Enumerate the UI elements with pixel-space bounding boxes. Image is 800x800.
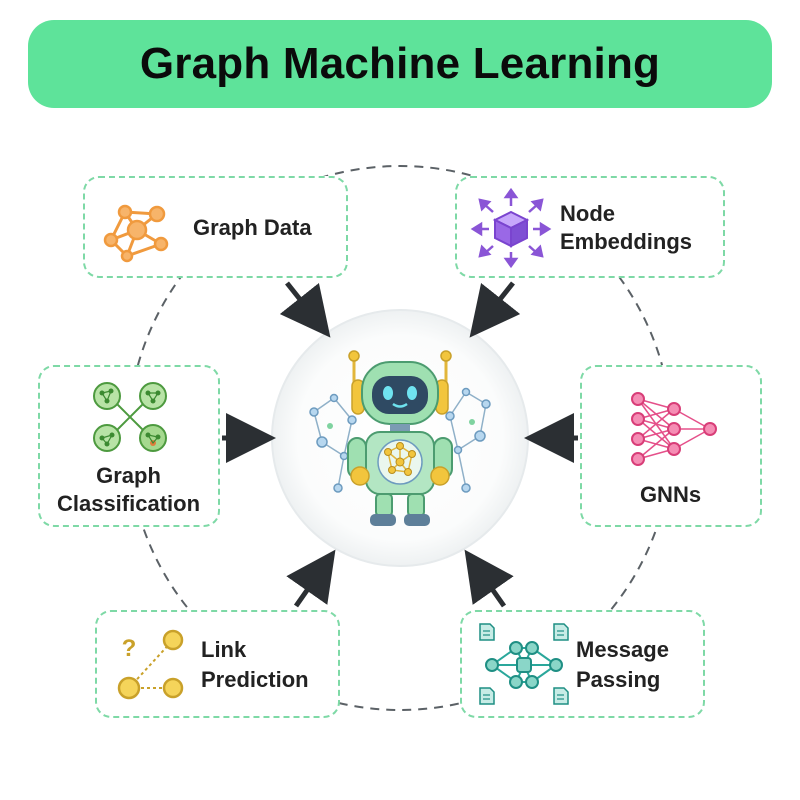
diagram-title: Graph Machine Learning xyxy=(139,39,661,88)
graph-classification-label-line2: Classification xyxy=(56,491,201,516)
graph-classification-label-line1: Graph xyxy=(96,463,161,488)
graph-grid-icon xyxy=(93,382,167,452)
svg-text:?: ? xyxy=(122,635,137,662)
message-passing-icon xyxy=(479,623,569,705)
message-passing-card: Message Passing xyxy=(460,610,705,718)
graph-data-card: Graph Data xyxy=(83,176,348,278)
link-prediction-label-line1: Link xyxy=(201,637,247,662)
graph-data-label: Graph Data xyxy=(193,215,312,240)
graph-classification-card: Graph Classification xyxy=(38,365,220,527)
link-question-icon: ? xyxy=(117,629,184,700)
node-embeddings-card: Node Embeddings xyxy=(455,176,725,278)
gnns-card: GNNs xyxy=(580,365,762,527)
message-passing-label-line1: Message xyxy=(576,637,669,662)
link-prediction-card: ? Link Prediction xyxy=(95,610,340,718)
arrow-link-prediction xyxy=(286,549,336,608)
arrow-message-passing xyxy=(464,549,514,608)
neural-network-icon xyxy=(631,392,717,466)
node-embeddings-label-line2: Embeddings xyxy=(560,229,693,254)
title-banner: Graph Machine Learning xyxy=(28,20,772,108)
gnns-label: GNNs xyxy=(639,482,702,507)
graph-network-icon xyxy=(103,204,169,263)
cube-arrows-icon xyxy=(470,187,552,269)
robot-icon xyxy=(309,350,491,526)
arrow-node-embeddings xyxy=(469,281,521,338)
link-prediction-label-line2: Prediction xyxy=(201,667,309,692)
node-embeddings-label-line1: Node xyxy=(560,201,615,226)
message-passing-label-line2: Passing xyxy=(576,667,661,692)
arrow-graph-data xyxy=(279,281,331,338)
